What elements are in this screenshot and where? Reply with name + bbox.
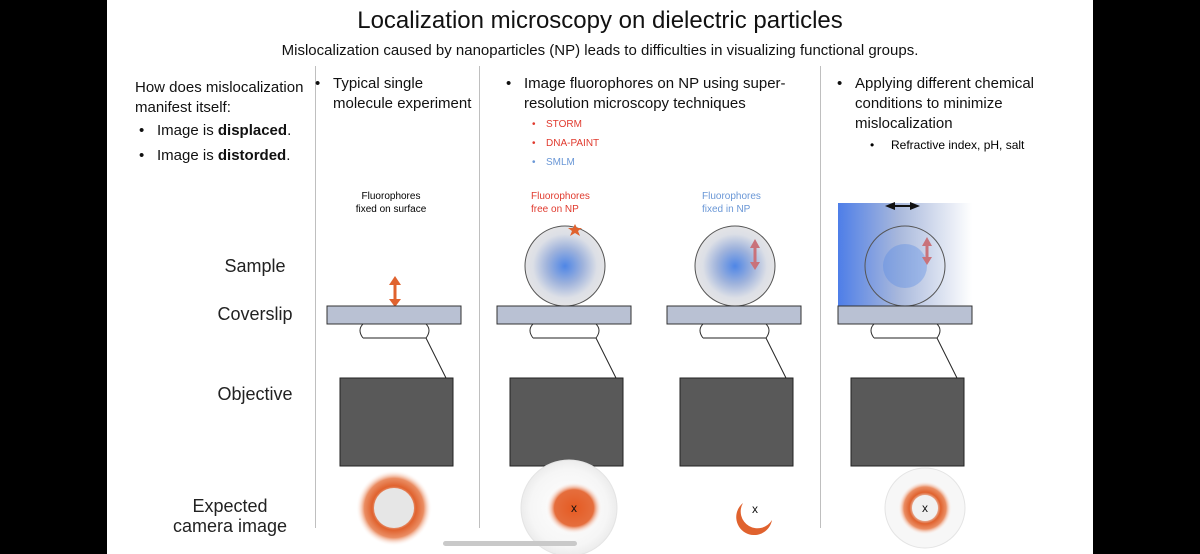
intro-item-displaced: •Image is displaced.	[139, 122, 292, 139]
intro-question: How does mislocalization manifest itself…	[135, 79, 304, 116]
immersion-oil	[359, 323, 941, 339]
slide-title: Localization microscopy on dielectric pa…	[357, 7, 843, 34]
camera-image-crescent	[736, 503, 772, 536]
coverslip	[326, 305, 462, 325]
medium-change-arrow-icon	[885, 202, 920, 210]
condition-list: •Refractive index, pH, salt	[870, 138, 1025, 152]
displacement-arrow-icon	[922, 237, 932, 265]
camera-image-blob	[546, 482, 602, 534]
column-divider	[820, 66, 821, 528]
nanoparticle	[524, 225, 606, 307]
column-3-bullet: •Applying different chemical conditions …	[837, 75, 1034, 132]
home-indicator[interactable]	[443, 541, 577, 546]
column-divider	[479, 66, 480, 528]
center-mark: x	[571, 501, 577, 515]
column-2-bullet: •Image fluorophores on NP using super-re…	[506, 75, 786, 112]
technique-storm: •STORM	[532, 119, 582, 130]
nanoparticle	[694, 225, 776, 307]
displacement-arrow-icon	[750, 239, 760, 270]
coverslip	[496, 305, 632, 325]
column-divider	[315, 66, 316, 528]
displacement-arrow-icon	[389, 276, 401, 307]
slide: Localization microscopy on dielectric pa…	[107, 0, 1093, 554]
microscopy-diagram: x x x	[326, 202, 973, 554]
row-label-objective: Objective	[217, 384, 293, 404]
center-mark: x	[922, 501, 928, 515]
technique-dna-paint: •DNA-PAINT	[532, 138, 600, 149]
refractive-medium	[838, 203, 972, 306]
fluorophore-star-icon	[568, 224, 582, 236]
objective-lens	[679, 337, 794, 467]
slide-subtitle: Mislocalization caused by nanoparticles …	[281, 42, 919, 59]
row-label-sample: Sample	[224, 256, 286, 276]
objective-lens	[509, 337, 624, 467]
coverslip	[666, 305, 802, 325]
column-1-bullet: •Typical single molecule experiment	[315, 75, 472, 112]
objective-lens	[850, 337, 965, 467]
intro-item-distorded: •Image is distorded.	[139, 147, 291, 164]
center-mark: x	[752, 502, 758, 516]
objective-lens	[339, 337, 454, 467]
technique-smlm: •SMLM	[532, 157, 575, 168]
row-label-coverslip: Coverslip	[217, 304, 293, 324]
coverslip	[837, 305, 973, 325]
